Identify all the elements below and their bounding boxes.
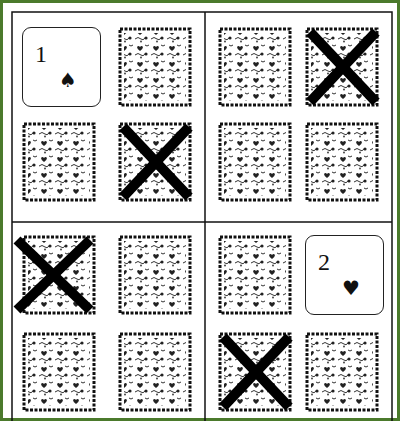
- grid-frame: [12, 12, 392, 421]
- card-rank: 2: [318, 250, 383, 274]
- card-rank: 1: [35, 42, 100, 66]
- face-up-card: 2♥: [305, 235, 384, 315]
- card-suit: ♥: [342, 278, 383, 298]
- divider: [12, 221, 392, 223]
- card-suit: ♠: [59, 70, 100, 90]
- cross-mark: [17, 32, 376, 407]
- divider: [204, 12, 206, 421]
- face-up-card: 1♠: [22, 27, 101, 107]
